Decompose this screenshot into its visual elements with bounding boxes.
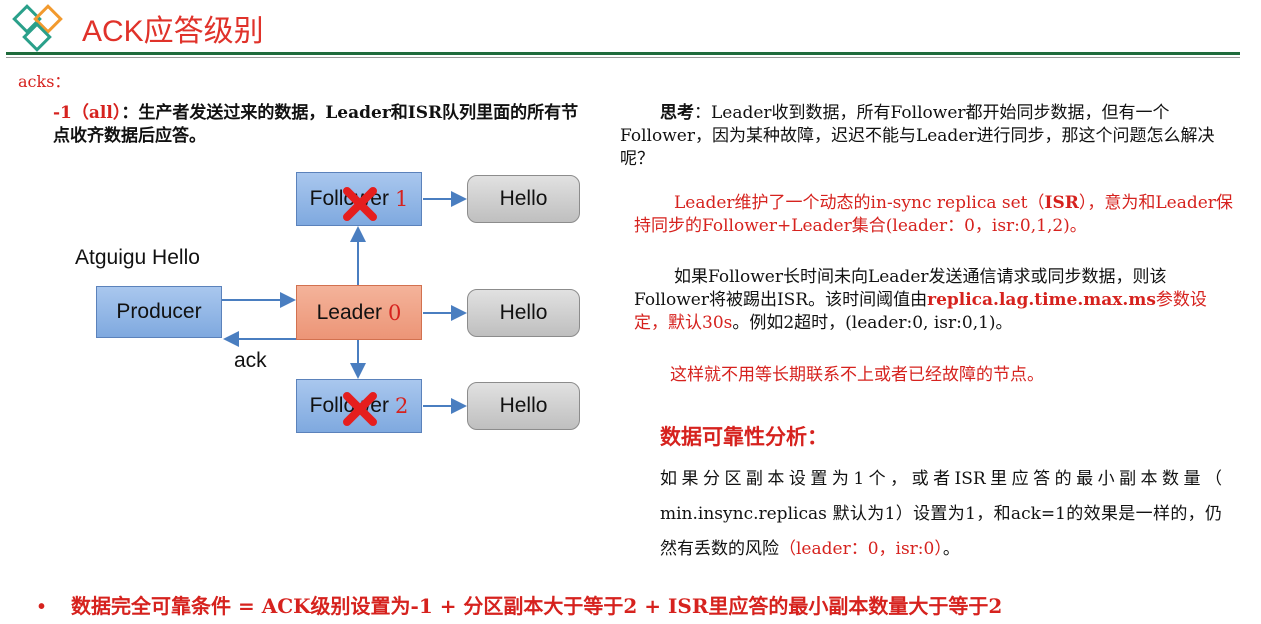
hello-box-bottom: Hello xyxy=(467,382,580,430)
reliability-condition: • 数据完全可靠条件 = ACK级别设置为-1 + 分区副本大于等于2 + ISR… xyxy=(38,590,1002,619)
ack-level: -1（all） xyxy=(53,103,122,123)
hello-box-middle: Hello xyxy=(467,289,580,337)
kick-text-pre: 如果Follower长时间未向Leader发送通信请求或同步数据，则该Follo… xyxy=(634,267,1167,310)
follower-2-number: 2 xyxy=(394,394,409,418)
kick-text-mid: 参数设定，默认30s xyxy=(634,290,1207,333)
page-title: ACK应答级别 xyxy=(82,15,264,48)
hello-label: Hello xyxy=(499,187,548,210)
reliability-text: 如果分区副本设置为1个，或者ISR里应答的最小副本数量（ min.insync.… xyxy=(660,462,1222,567)
reliability-body: 如果分区副本设置为1个，或者ISR里应答的最小副本数量（ min.insync.… xyxy=(660,469,1222,559)
isr-text-pre: Leader维护了一个动态的in-sync replica set（ xyxy=(674,193,1045,213)
failure-cross-icon xyxy=(343,187,377,221)
logo-diamonds-icon xyxy=(12,4,63,52)
no-wait-note: 这样就不用等长期联系不上或者已经故障的节点。 xyxy=(670,365,1044,385)
isr-text-post: ），意为和Leader保持同步的Follower+Leader集合(leader… xyxy=(634,193,1233,236)
ack-all-text: ：生产者发送过来的数据，Leader和ISR队列里面的所有节点收齐数据后应答。 xyxy=(53,103,579,146)
ack-all-description: -1（all）：生产者发送过来的数据，Leader和ISR队列里面的所有节点收齐… xyxy=(53,102,593,148)
isr-paragraph: Leader维护了一个动态的in-sync replica set（ISR），意… xyxy=(634,192,1234,238)
kick-text-post: 。例如2超时，(leader:0, isr:0,1)。 xyxy=(732,313,1013,333)
lag-time-param: replica.lag.time.max.ms xyxy=(927,290,1156,310)
condition-formula: = ACK级别设置为-1 + 分区副本大于等于2 + ISR里应答的最小副本数量… xyxy=(231,594,1003,618)
isr-term: ISR xyxy=(1044,193,1079,213)
kick-out-paragraph: 如果Follower长时间未向Leader发送通信请求或同步数据，则该Follo… xyxy=(634,266,1234,335)
follower-1-box: Follower1 xyxy=(296,172,422,226)
header-rule-thin xyxy=(6,57,1240,58)
failure-cross-icon xyxy=(343,392,377,426)
leader-number: 0 xyxy=(388,300,402,325)
follower-1-number: 1 xyxy=(394,187,409,211)
reliability-example: （leader：0，isr:0） xyxy=(779,539,943,559)
acks-label: acks： xyxy=(18,72,71,91)
hello-label: Hello xyxy=(499,301,548,324)
condition-title: 数据完全可靠条件 xyxy=(71,594,232,618)
think-text: ：Leader收到数据，所有Follower都开始同步数据，但有一个Follow… xyxy=(620,103,1215,169)
hello-label: Hello xyxy=(499,394,548,417)
reliability-title: 数据可靠性分析： xyxy=(660,426,828,449)
ack-label: ack xyxy=(234,349,267,372)
producer-box: Producer xyxy=(96,286,222,338)
message-label: Atguigu Hello xyxy=(75,246,200,269)
header-rule xyxy=(6,52,1240,55)
think-label: 思考 xyxy=(660,103,694,123)
reliability-end: 。 xyxy=(942,539,960,559)
bullet-icon: • xyxy=(38,596,46,618)
producer-label: Producer xyxy=(116,300,202,323)
hello-box-top: Hello xyxy=(467,175,580,223)
leader-label: Leader xyxy=(316,300,382,324)
think-paragraph: 思考：Leader收到数据，所有Follower都开始同步数据，但有一个Foll… xyxy=(620,102,1230,171)
